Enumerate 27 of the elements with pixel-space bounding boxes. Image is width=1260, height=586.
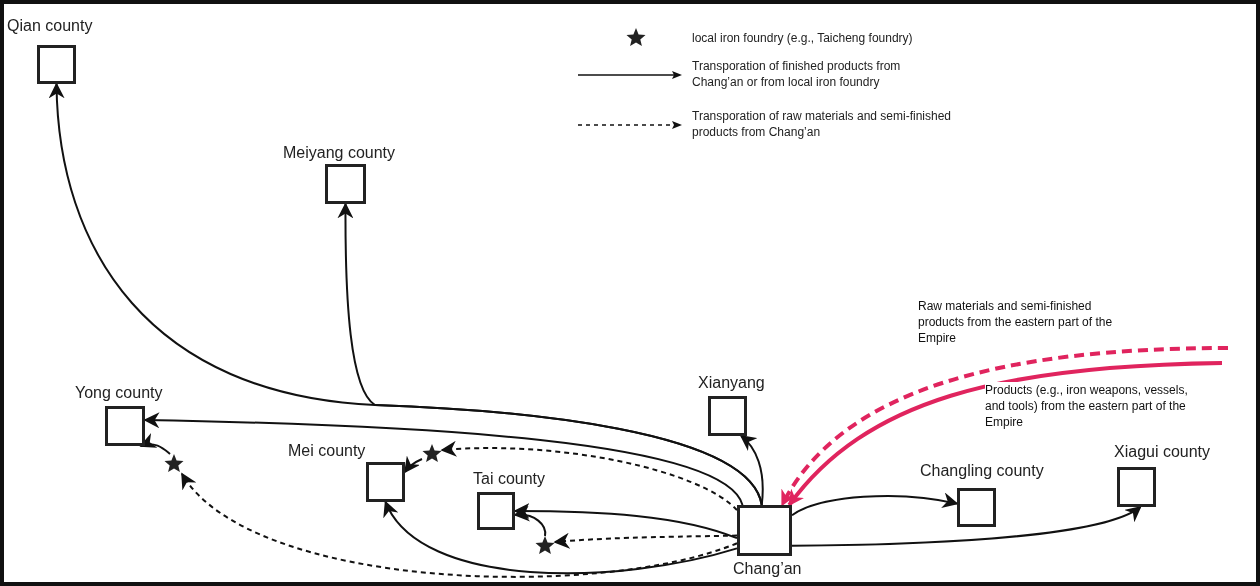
star-icon <box>422 444 442 464</box>
place-name: Chang’an <box>733 560 802 578</box>
place-name: Tai county <box>473 470 546 488</box>
place-name: Yong county <box>75 384 163 402</box>
arrow <box>384 500 738 575</box>
arrow <box>513 503 738 540</box>
arrow <box>791 506 1142 547</box>
dashed-arrow <box>440 441 738 512</box>
legend-text: local iron foundry (e.g., Taicheng foundry) <box>692 30 914 46</box>
legend-text: Transporation of raw materials and semi-finished products from Chang’an <box>692 108 952 140</box>
place-name: Changling county <box>920 462 1044 480</box>
place-name: Mei county <box>288 442 366 460</box>
dashed-arrow <box>553 532 738 549</box>
arrow <box>791 492 959 517</box>
arrow <box>513 506 547 537</box>
place-name: Xianyang <box>698 374 765 392</box>
arrow <box>739 435 764 506</box>
dashed-arrow <box>180 472 738 578</box>
place-name: Meiyang county <box>283 144 396 162</box>
star-icon <box>164 454 184 474</box>
arrow <box>404 455 423 474</box>
star-icon <box>535 536 555 556</box>
arrow <box>337 202 763 506</box>
place-name: Xiagui county <box>1114 443 1211 461</box>
arrow <box>143 412 744 506</box>
legend-text: Transporation of finished products from Chang’an or from local iron foundry <box>692 58 902 90</box>
place-name: Qian county <box>7 17 93 35</box>
